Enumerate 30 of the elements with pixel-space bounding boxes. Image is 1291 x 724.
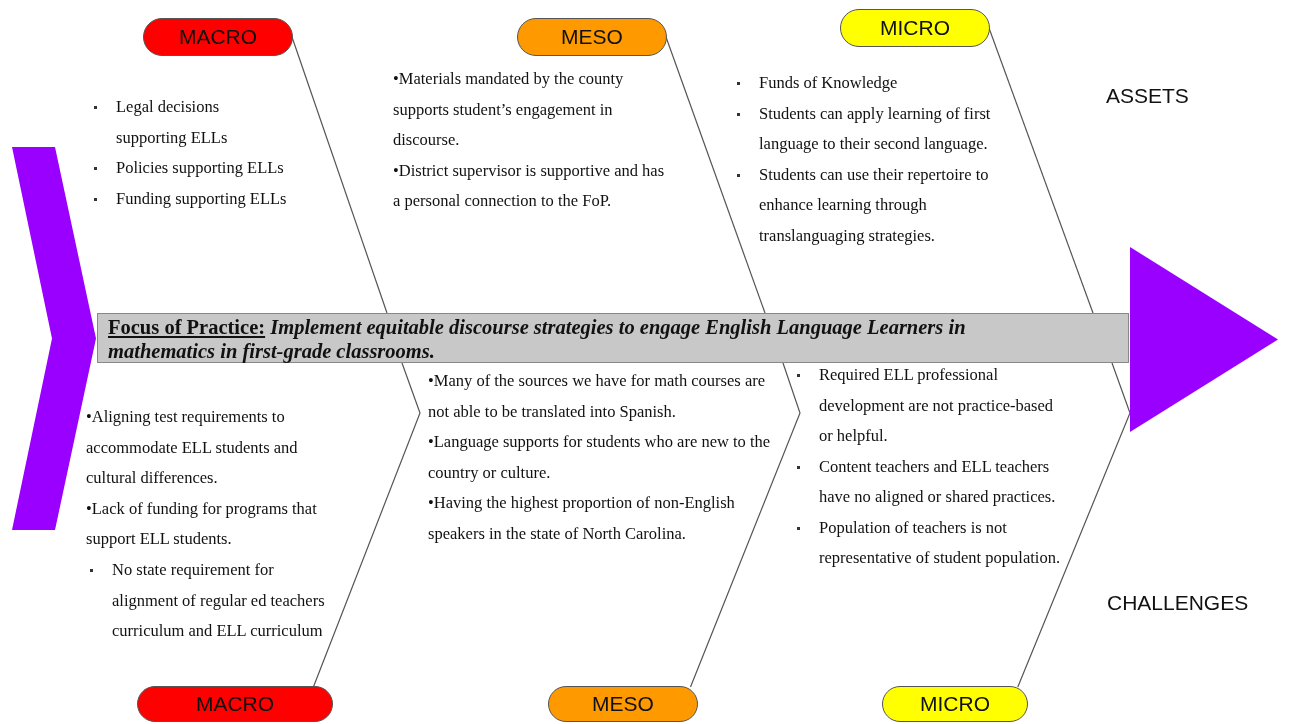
category-pill: MACRO — [137, 686, 333, 722]
bullet-point-text: •Lack of funding for programs that support ELL students. — [86, 497, 318, 550]
bullet-point-text: No state requirement for alignment of regular ed teachers curriculum and ELL curriculum — [86, 555, 326, 647]
bullet-point-text: Legal decisions supporting ELLs — [90, 92, 290, 153]
bullet-point-text: Required ELL professional development are not practice-based or helpful. — [793, 360, 1065, 452]
bullet-point-text: •Many of the sources we have for math courses are not able to be translated into Spanish. — [428, 370, 767, 423]
bullet-point-text: •Language supports for students who are new to the country or culture. — [428, 431, 772, 484]
focus-of-practice-box: Focus of Practice: Implement equitable discourse strategies to engage English Language Learners in mathematics in first-grade classrooms. — [97, 313, 1129, 363]
bullet-point-text: Funds of Knowledge — [733, 68, 1015, 99]
bullet-point-text: Content teachers and ELL teachers have no aligned or shared practices. — [793, 451, 1065, 513]
fishbone-line — [312, 362, 421, 688]
bullet-point-text: Population of teachers is not representative of student population. — [793, 512, 1065, 574]
row-heading: CHALLENGES — [1107, 591, 1249, 615]
bullet-point-text: Policies supporting ELLs — [90, 153, 290, 184]
fishbone-line — [689, 362, 801, 688]
bullet-point-text: •District supervisor is supportive and has a personal connection to the FoP. — [393, 159, 665, 212]
category-pill: MICRO — [840, 9, 990, 47]
fishbone-head-triangle — [1130, 247, 1278, 432]
category-pill: MESO — [517, 18, 667, 56]
bullet-point-text: •Materials mandated by the county supports student’s engagement in discourse. — [393, 68, 625, 151]
bullet-point-text: Students can apply learning of first language to their second language. — [733, 98, 1015, 160]
bullet-point-text: Funding supporting ELLs — [90, 183, 290, 214]
category-pill: MESO — [548, 686, 698, 722]
row-heading: ASSETS — [1106, 84, 1189, 108]
fishbone-line — [1017, 362, 1131, 688]
bullet-point-text: •Having the highest proportion of non-English speakers in the state of North Carolina. — [428, 492, 736, 545]
bullet-point-text: •Aligning test requirements to accommodate ELL students and cultural differences. — [86, 406, 299, 489]
category-pill: MACRO — [143, 18, 293, 56]
category-pill: MICRO — [882, 686, 1028, 722]
bullet-point-text: Students can use their repertoire to enhance learning through translanguaging strategies. — [733, 159, 1015, 251]
